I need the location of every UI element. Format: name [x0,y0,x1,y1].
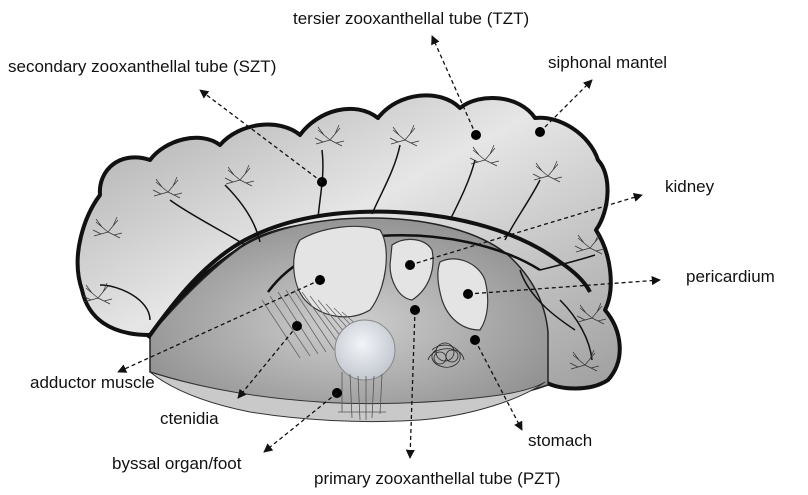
label-ctenidia: ctenidia [160,410,219,427]
label-kidney: kidney [665,178,714,195]
label-byssal-organ: byssal organ/foot [112,455,241,472]
label-stomach: stomach [528,432,592,449]
label-pzt: primary zooxanthellal tube (PZT) [314,470,561,487]
byssal-organ-sphere [335,320,395,380]
label-siphonal-mantel: siphonal mantel [548,54,667,71]
label-adductor-muscle: adductor muscle [30,374,155,391]
label-tzt: tersier zooxanthellal tube (TZT) [293,10,529,27]
label-pericardium: pericardium [686,268,775,285]
kidney-organ [294,226,387,317]
label-szt: secondary zooxanthellal tube (SZT) [8,58,276,75]
